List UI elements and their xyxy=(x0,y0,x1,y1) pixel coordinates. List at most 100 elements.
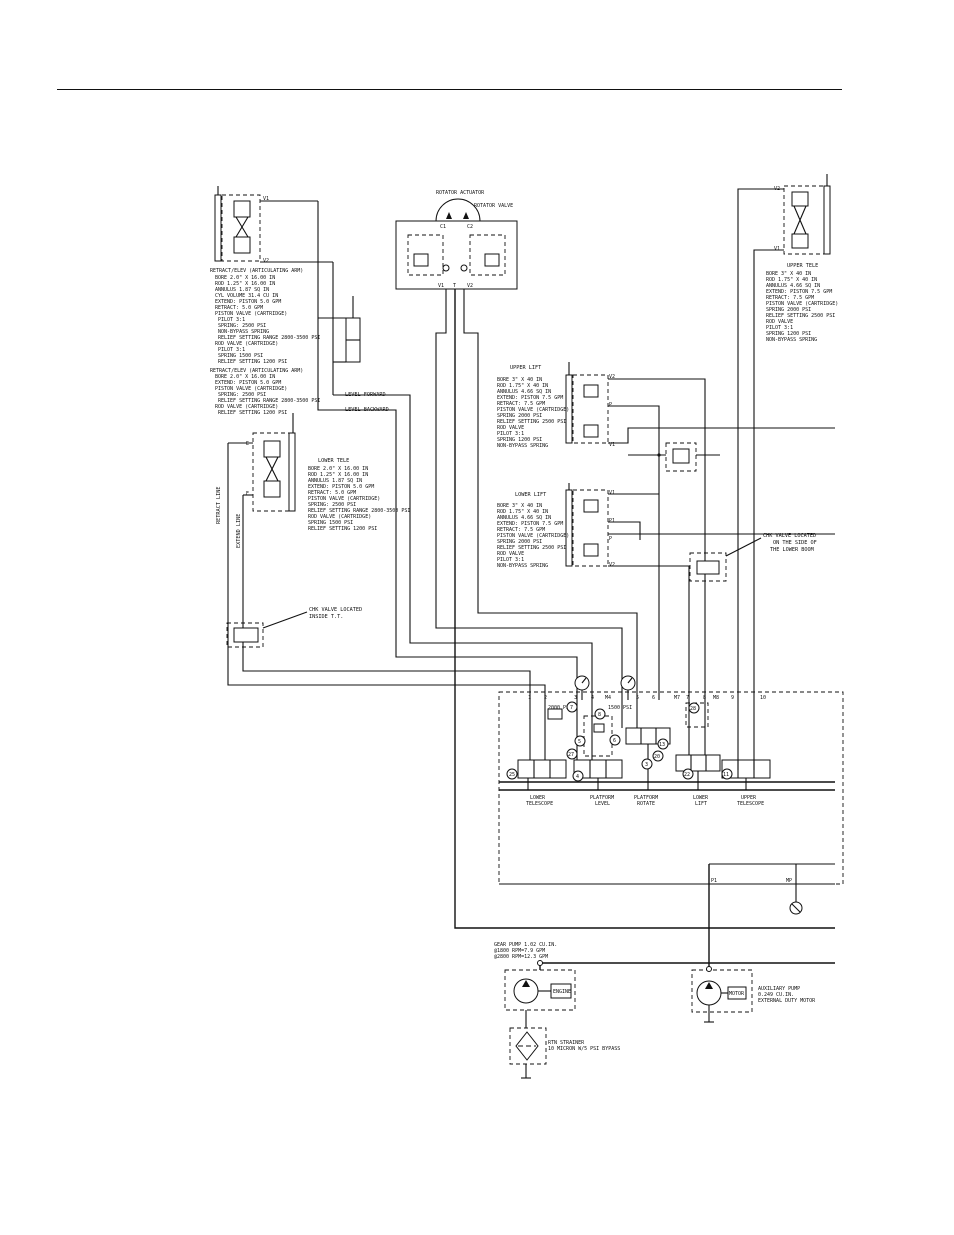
note-line: SPRING 1500 PSI xyxy=(308,520,353,526)
note-line: EXTEND: PISTON 5.0 GPM xyxy=(215,380,281,386)
note-line: RELIEF SETTING RANGE 2800-3500 PSI xyxy=(218,335,320,341)
note-line: NON-BYPASS SPRING xyxy=(497,563,548,569)
upper-lift-port-v2: V2 xyxy=(609,374,615,380)
note-line: BORE 2.0" X 16.00 IN xyxy=(308,466,368,472)
note-line: RETRACT: 7.5 GPM xyxy=(497,401,545,407)
left-notes: RETRACT/ELEV (ARTICULATING ARM) BORE 2.0… xyxy=(210,268,320,416)
note-line: RELIEF SETTING 2500 PSI xyxy=(766,313,835,319)
bank-port-9: 9 xyxy=(731,695,734,701)
bank-port-m8: M8 xyxy=(713,695,719,701)
note-line: EXTEND: PISTON 7.5 GPM xyxy=(766,289,832,295)
chk-valve-inside-label-2: INSIDE T.T. xyxy=(309,614,343,620)
valve-bank-outline xyxy=(498,691,844,885)
note-line: SPRING 1500 PSI xyxy=(218,353,263,359)
note-line: RETRACT: 7.5 GPM xyxy=(497,527,545,533)
left-port-v1: V1 xyxy=(263,196,269,202)
callout-22: 22 xyxy=(684,772,690,778)
upper-lift-port-p: P xyxy=(609,402,612,408)
lower-lift-valve-block xyxy=(572,489,609,567)
note-line: EXTEND: PISTON 7.5 GPM xyxy=(497,395,563,401)
lower-tele-port-r: E xyxy=(246,491,249,497)
note-line: NON-BYPASS SPRING xyxy=(497,443,548,449)
note-line: RELIEF SETTING 1200 PSI xyxy=(308,526,377,532)
note-line: SPRING 1200 PSI xyxy=(766,331,811,337)
aux-pump-label-2: 0.249 CU.IN. xyxy=(758,992,794,998)
bank-port-10: 10 xyxy=(760,695,766,701)
upper-tele-group: V2 V1 UPPER TELE BORE 3" X 40 IN ROD 1.7… xyxy=(737,174,838,770)
lower-lift-port-v1: V1 xyxy=(609,490,615,496)
note-line: PILOT 3:1 xyxy=(766,325,793,331)
port-mp-label: MP xyxy=(786,878,792,884)
note-line: ROD 1.25" X 16.00 IN xyxy=(308,472,368,478)
lower-lift-group: V1 P1 P V2 LOWER LIFT BORE 3" X 40 IN RO… xyxy=(497,483,835,700)
lower-lift-port-v2: V2 xyxy=(609,562,615,568)
rotator-port-t: T xyxy=(453,283,456,289)
callout-5: 5 xyxy=(578,739,581,745)
section-lower-telescope-2: TELESCOPE xyxy=(526,801,553,807)
section-upper-telescope: UPPER xyxy=(741,795,757,801)
rotator-line-1 xyxy=(435,289,623,700)
lower-tele-cylinder xyxy=(288,432,296,512)
note-line: ROD 1.75" X 40 IN xyxy=(497,383,548,389)
note-line: BORE 2.0" X 16.00 IN xyxy=(215,275,275,281)
rotator-group: ROTATOR ACTUATOR ROTATOR VALVE C1 C2 V1 … xyxy=(395,190,835,929)
callout-25: 25 xyxy=(509,772,515,778)
lower-tele-group: E E LOWER TELE BORE 2.0" X 16.00 IN ROD … xyxy=(228,413,410,532)
callout-bubbles: 25 4 5 6 7 8 13 20 22 27 28 11 3 xyxy=(506,701,733,782)
left-cylinder-group: V1 V2 xyxy=(214,186,334,395)
upper-tele-port-v1: V1 xyxy=(774,246,780,252)
strainer-label: RTN STRAINER xyxy=(548,1040,585,1046)
section-lower-lift: LOWER xyxy=(693,795,709,801)
note-line: RETRACT/ELEV (ARTICULATING ARM) xyxy=(210,368,303,374)
upper-tele-label: UPPER TELE xyxy=(787,263,818,269)
aux-pump-block xyxy=(691,969,753,1013)
relief-2000-label: 2000 PSI xyxy=(548,705,572,711)
upper-lift-port-v1: V1 xyxy=(609,442,615,448)
bank-port-4: 4 xyxy=(591,695,594,701)
note-line: PISTON VALVE (CARTRIDGE) xyxy=(497,407,569,413)
note-line: ROD VALVE (CARTRIDGE) xyxy=(215,404,278,410)
bank-port-2: 2 xyxy=(544,695,547,701)
strainer-label-2: 10 MICRON W/5 PSI BYPASS xyxy=(548,1046,620,1052)
chk-valve-inside-label: CHK VALVE LOCATED xyxy=(309,607,362,613)
note-line: ROD 1.25" X 16.00 IN xyxy=(215,281,275,287)
chk-valve-side-label: CHK VALVE LOCATED xyxy=(763,533,816,539)
aux-pump-label: AUXILIARY PUMP xyxy=(758,986,800,992)
note-line: SPRING 2000 PSI xyxy=(497,413,542,419)
note-line: NON-BYPASS SPRING xyxy=(218,329,269,335)
note-line: EXTEND: PISTON 5.0 GPM xyxy=(308,484,374,490)
callout-20: 20 xyxy=(654,754,660,760)
note-line: RELIEF SETTING 2500 PSI xyxy=(497,419,566,425)
port-p1-label: P1 xyxy=(711,878,717,884)
lower-tele-check-top xyxy=(263,440,281,458)
note-line: ROD VALVE (CARTRIDGE) xyxy=(308,514,371,520)
note-line: BORE 3" X 40 IN xyxy=(497,503,542,509)
note-line: RETRACT: 7.5 GPM xyxy=(766,295,814,301)
left-check-valve-top xyxy=(233,200,251,218)
callout-13: 13 xyxy=(659,742,665,748)
note-line: PILOT 3:1 xyxy=(218,317,245,323)
left-check-valve-bottom xyxy=(233,236,251,254)
callout-28: 28 xyxy=(690,706,696,712)
rotator-label: ROTATOR ACTUATOR xyxy=(436,190,485,196)
callout-27: 27 xyxy=(568,752,574,758)
note-line: RETRACT: 5.0 GPM xyxy=(215,305,263,311)
note-line: ROD VALVE xyxy=(497,551,524,557)
note-line: CYL VOLUME 31.4 CU IN xyxy=(215,293,278,299)
control-valve-bank: 1 2 3 4 M4 5 6 M7 7 8 M8 9 10 xyxy=(498,675,844,968)
upper-tele-cylinder xyxy=(823,185,831,255)
relief-1500-label: 1500 PSI xyxy=(608,705,632,711)
note-line: PILOT 3:1 xyxy=(218,347,245,353)
note-line: BORE 2.0" X 16.00 IN xyxy=(215,374,275,380)
note-line: ROD VALVE xyxy=(766,319,793,325)
section-platform-level: PLATFORM xyxy=(590,795,614,801)
note-line: RELIEF SETTING 2500 PSI xyxy=(497,545,566,551)
cross-relief-valve xyxy=(628,442,720,472)
chk-valve-side: CHK VALVE LOCATED ON THE SIDE OF THE LOW… xyxy=(689,533,817,582)
retract-line xyxy=(227,443,546,700)
note-line: ROD VALVE xyxy=(497,425,524,431)
bank-port-1: 1 xyxy=(528,695,531,701)
gear-pump-label: GEAR PUMP 1.02 CU.IN. xyxy=(494,942,557,948)
